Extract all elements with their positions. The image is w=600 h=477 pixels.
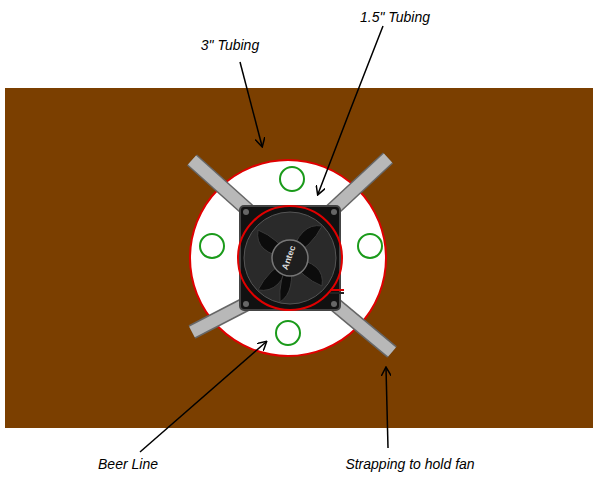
part-label: Beer Line (98, 457, 158, 472)
board (5, 88, 593, 428)
straps (192, 158, 392, 352)
leader-arrows (140, 26, 388, 452)
inner-tubing (238, 206, 342, 310)
tubing-label: 1.5" Tubing (360, 10, 430, 25)
tubing-label: 3" Tubing (201, 38, 259, 53)
part-label: Strapping to hold fan (345, 457, 474, 472)
